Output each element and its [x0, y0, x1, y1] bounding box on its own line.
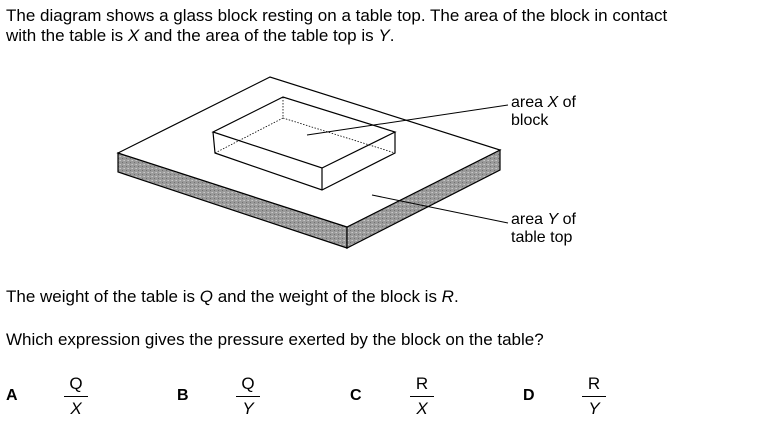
- question-text: Which expression gives the pressure exer…: [6, 330, 544, 349]
- weight-text: The weight of the table is: [6, 287, 200, 306]
- intro-line-1: The diagram shows a glass block resting …: [6, 6, 667, 26]
- option-a-letter[interactable]: A: [6, 387, 18, 404]
- denominator: Y: [588, 399, 600, 418]
- intro-text: The diagram shows a glass block resting …: [6, 6, 668, 25]
- numerator: Q: [69, 374, 83, 393]
- weight-text: .: [453, 287, 459, 306]
- label-table-top: table top: [511, 229, 573, 246]
- option-d-letter[interactable]: D: [523, 387, 535, 404]
- numerator: R: [587, 374, 601, 393]
- var-y: Y: [547, 211, 559, 228]
- option-c-letter[interactable]: C: [350, 387, 362, 404]
- fraction-bar: [64, 396, 88, 397]
- intro-text: with the table is: [6, 26, 128, 45]
- label-area-x: area X of: [511, 94, 576, 112]
- denominator: X: [70, 399, 82, 418]
- var-x: X: [127, 26, 140, 45]
- denominator: Y: [242, 399, 254, 418]
- fraction-bar: [410, 396, 434, 397]
- table-top: [116, 76, 502, 228]
- numerator: R: [415, 374, 429, 393]
- label-block: block: [511, 112, 549, 129]
- weight-text: and the weight of the block is: [212, 287, 442, 306]
- leader-line-x: [306, 104, 509, 136]
- label-text: area: [511, 94, 548, 111]
- intro-line-2: with the table is X and the area of the …: [6, 26, 394, 46]
- label-text: of: [558, 211, 576, 228]
- var-y: Y: [378, 26, 390, 45]
- weight-statement: The weight of the table is Q and the wei…: [6, 287, 459, 307]
- var-q: Q: [199, 287, 213, 306]
- intro-text: .: [389, 26, 395, 45]
- label-text: of: [558, 94, 576, 111]
- block-hidden-edge: [214, 117, 284, 154]
- var-r: R: [441, 287, 454, 306]
- label-area-y: area Y of: [511, 211, 576, 229]
- numerator: Q: [241, 374, 255, 393]
- denominator: X: [416, 399, 428, 418]
- fraction-bar: [236, 396, 260, 397]
- label-text: area: [511, 211, 548, 228]
- intro-text: and the area of the table top is: [139, 26, 379, 45]
- fraction-bar: [582, 396, 606, 397]
- leader-line-y: [371, 194, 509, 224]
- option-b-letter[interactable]: B: [177, 387, 189, 404]
- var-x: X: [547, 94, 559, 111]
